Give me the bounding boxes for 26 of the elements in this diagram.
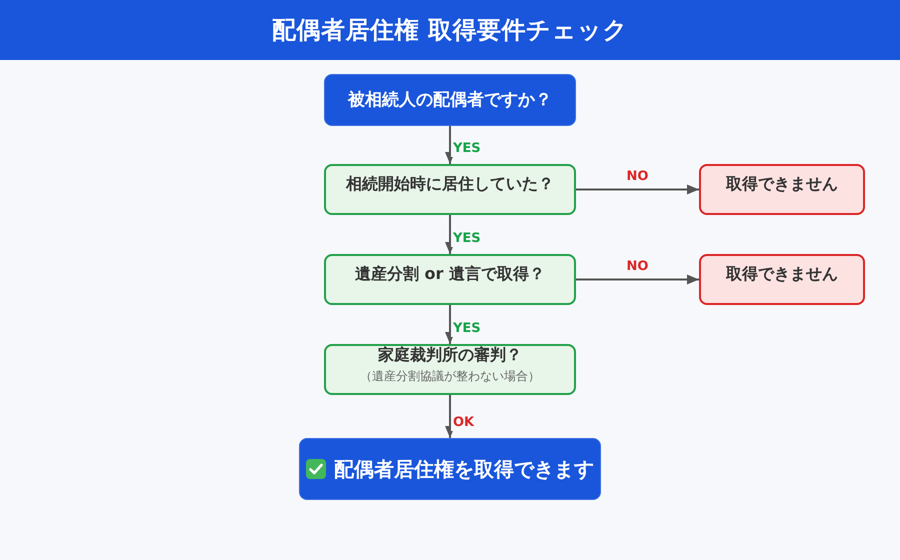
arrow: [445, 215, 455, 254]
node-text: 遺産分割 or 遺言で取得？: [354, 264, 546, 285]
node-text: 相続開始時に居住していた？: [346, 174, 554, 195]
node-text: 被相続人の配偶者ですか？: [348, 88, 552, 112]
arrow: [445, 305, 455, 344]
decision-box: [324, 344, 576, 395]
decision-box: [324, 164, 576, 215]
edge-label: YES: [451, 321, 483, 337]
arrow: [445, 395, 455, 438]
result-box: [699, 164, 865, 215]
start-box: [324, 74, 576, 126]
edge-label: YES: [451, 141, 483, 157]
title-text: 配偶者居住権 取得要件チェック: [272, 15, 628, 46]
decision-box: [324, 254, 576, 305]
arrow: [576, 274, 699, 284]
result-box: [699, 254, 865, 305]
node-text: 家庭裁判所の審判？: [378, 344, 522, 366]
edge-label: OK: [451, 415, 476, 431]
node-note: （遺産分割協議が整わない場合）: [360, 368, 540, 384]
node-text: 取得できません: [726, 174, 838, 195]
node-text: 取得できません: [726, 264, 838, 285]
arrow: [445, 126, 455, 164]
node-text: 配偶者居住権を取得できます: [334, 456, 594, 482]
arrow: [576, 184, 699, 194]
terminal-box: [299, 438, 601, 500]
edge-label: YES: [451, 231, 483, 247]
